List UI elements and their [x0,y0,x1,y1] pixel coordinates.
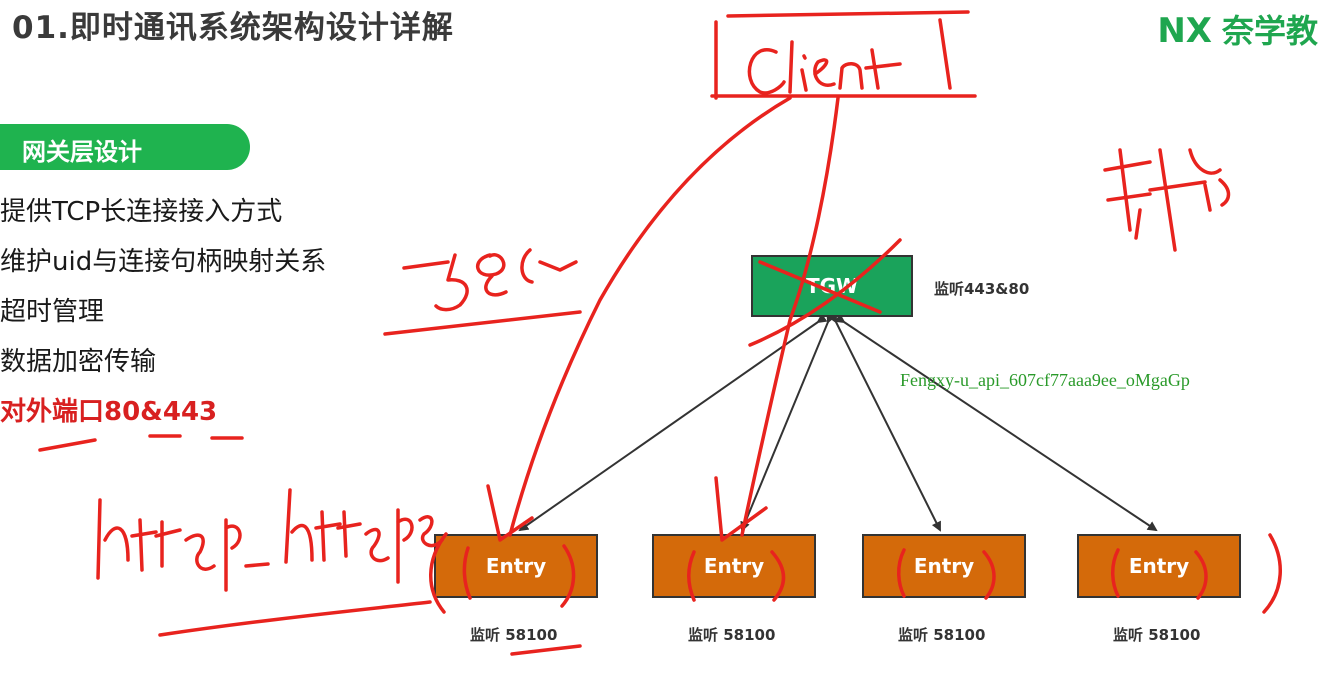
dash-ink [244,562,270,568]
entry-node: Entry [652,534,816,598]
feature-item: 超时管理 [0,297,105,327]
entry-2-ink [687,476,786,602]
side-note-ink [402,248,578,312]
feature-item: 数据加密传输 [0,347,157,377]
arrow-tgw-entry-4 [834,313,1158,532]
entry-4-ink [1111,533,1282,614]
client-box-ink [710,10,977,100]
http-ink [96,498,242,592]
watermark: Fengxy-u_api_607cf77aaa9ee_oMgaGp [900,370,1190,390]
feature-item: 维护uid与连接句柄映射关系 [0,247,327,277]
client-ink-text [747,40,902,95]
entry-node: Entry [862,534,1026,598]
feature-item: 提供TCP长连接接入方式 [0,197,283,227]
section-pill-label: 网关层设计 [22,138,142,166]
entry-3-ink [897,548,996,600]
entry-node: Entry [1077,534,1241,598]
entry-1-ink [429,484,582,656]
arrow-tgw-entry-2 [740,312,836,532]
note-top-right-ink [1103,148,1231,252]
entry-port-label: 监听 58100 [898,626,986,644]
feature-item-highlight: 对外端口80&443 [0,397,218,427]
http-underline-ink [158,600,432,637]
entry-port-label: 监听 58100 [1113,626,1201,644]
entry-port-label: 监听 58100 [470,626,558,644]
feature-list: 提供TCP长连接接入方式 维护uid与连接句柄映射关系 超时管理 数据加密传输 … [0,192,326,442]
side-note-underline [383,310,582,336]
tgw-cross-ink [748,238,902,347]
section-pill: 网关层设计 [0,124,250,170]
https-ink [284,488,444,584]
entry-port-label: 监听 58100 [688,626,776,644]
ink-line-left [508,96,792,537]
logo-mark: NX [1157,11,1212,51]
tgw-port-label: 监听443&80 [934,280,1030,298]
ink-line-mid [740,96,840,537]
logo-text: 奈学教 [1221,12,1318,50]
page-title: 01.即时通讯系统架构设计详解 [12,10,454,46]
feature-underline-ink [38,434,244,452]
